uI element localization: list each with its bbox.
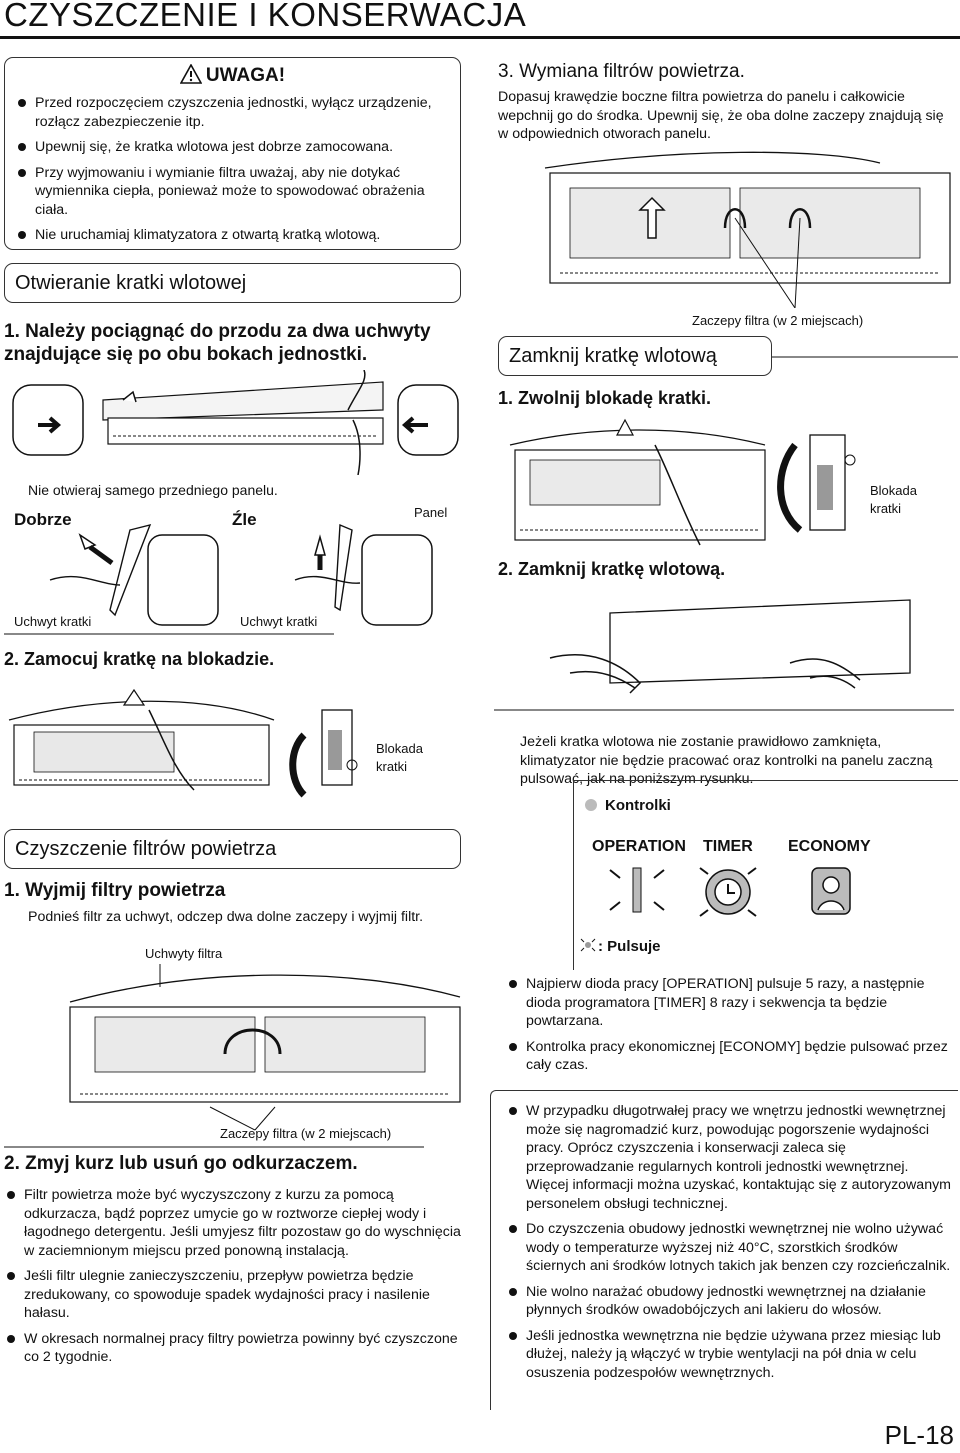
filter-hooks-rule-left	[4, 1146, 424, 1148]
indicators-note-item: Kontrolka pracy ekonomicznej [ECONOMY] b…	[506, 1038, 958, 1075]
handle-left-label: Uchwyt kratki	[14, 614, 92, 629]
lock-grille-illustration	[8, 688, 358, 798]
indicators-notes-list: Najpierw dioda pracy [OPERATION] pulsuje…	[506, 975, 958, 1082]
title-rule	[0, 36, 960, 39]
warning-item: Nie uruchamiaj klimatyzatora z otwartą k…	[15, 226, 450, 245]
close-grille-rule	[494, 709, 954, 711]
good-label: Dobrze	[14, 510, 72, 529]
close-grille-note: Jeżeli kratka wlotowa nie zostanie prawi…	[520, 734, 933, 787]
warning-list: Przed rozpoczęciem czyszczenia jednostki…	[15, 94, 450, 252]
warning-item: Upewnij się, że kratka wlotowa jest dobr…	[15, 138, 450, 157]
indicators-label: Kontrolki	[605, 797, 671, 814]
clean-filters-step1-text: Podnieś filtr za uchwyt, odczep dwa doln…	[28, 909, 424, 925]
open-grille-illustration	[12, 370, 459, 475]
close-grille-step1: 1. Zwolnij blokadę kratki.	[498, 388, 712, 408]
page-number: PL-18	[884, 1420, 954, 1450]
warning-item: Przed rozpoczęciem czyszczenia jednostki…	[15, 94, 450, 131]
open-grille-step1: 1. Należy pociągnąć do przodu za dwa uch…	[4, 321, 431, 365]
warning-item: Przy wyjmowaniu i wymianie filtra uważaj…	[15, 164, 450, 220]
warning-triangle-icon	[179, 63, 203, 90]
indicator-icons	[609, 867, 851, 917]
clean-filters-item: Jeśli filtr ulegnie zanieczyszczeniu, pr…	[4, 1267, 466, 1323]
clean-filters-item: W okresach normalnej pracy filtry powiet…	[4, 1330, 466, 1367]
handle-right-label: Uchwyt kratki	[240, 614, 318, 629]
page-title: CZYSZCZENIE I KONSERWACJA	[4, 0, 527, 33]
replace-filter-illustration	[544, 151, 951, 308]
release-lock-illustration	[509, 418, 856, 546]
indicators-legend: Kontrolki	[585, 797, 671, 815]
pulse-label: : Pulsuje	[598, 938, 661, 955]
filter-handles-caption: Uchwyty filtra	[145, 946, 223, 961]
warning-heading: UWAGA!	[205, 65, 286, 86]
handle-label-rule	[4, 633, 334, 635]
clean-filters-list: Filtr powietrza może być wyczyszczony z …	[4, 1186, 466, 1374]
maintenance-list: W przypadku długotrwałej pracy we wnętrz…	[506, 1102, 954, 1389]
warning-box: UWAGA! Przed rozpoczęciem czyszczenia je…	[4, 57, 461, 250]
filter-removal-illustration	[69, 964, 461, 1131]
maintenance-item: Jeśli jednostka wewnętrzna nie będzie uż…	[506, 1327, 954, 1383]
economy-led-icon	[811, 867, 851, 915]
clean-filters-step2: 2. Zmyj kurz lub usuń go odkurzaczem.	[4, 1153, 358, 1174]
maintenance-box	[490, 1090, 958, 1410]
clean-filters-step1: 1. Wyjmij filtry powietrza	[4, 880, 226, 901]
replace-filters-step3-text: Dopasuj krawędzie boczne filtra powietrz…	[498, 89, 944, 142]
clean-filters-heading: Czyszczenie filtrów powietrza	[4, 829, 461, 869]
clean-filters-item: Filtr powietrza może być wyczyszczony z …	[4, 1186, 466, 1260]
pulse-legend: : Pulsuje	[578, 937, 661, 958]
pulse-icon	[578, 937, 598, 958]
indicators-frame	[573, 780, 958, 970]
replace-filters-step3: 3. Wymiana filtrów powietrza.	[498, 61, 745, 82]
lock-label-left: Blokada kratki	[376, 740, 446, 776]
warning-heading-row: UWAGA!	[5, 63, 460, 90]
lock-label-right-text: Blokada kratki	[870, 483, 917, 516]
maintenance-item: Nie wolno narażać obudowy jednostki wewn…	[506, 1283, 954, 1320]
maintenance-item: W przypadku długotrwałej pracy we wnętrz…	[506, 1102, 954, 1213]
indicator-operation-label: OPERATION	[592, 838, 686, 855]
filter-hooks-caption-right: Zaczepy filtra (w 2 miejscach)	[692, 313, 864, 328]
good-bad-illustration	[49, 523, 433, 626]
filter-hooks-caption-left: Zaczepy filtra (w 2 miejscach)	[220, 1126, 392, 1141]
indicators-note-item: Najpierw dioda pracy [OPERATION] pulsuje…	[506, 975, 958, 1031]
timer-led-icon	[699, 867, 757, 917]
indicators-dot-icon	[585, 799, 597, 811]
operation-led-icon	[609, 867, 665, 913]
close-grille-step2: 2. Zamknij kratkę wlotową.	[498, 559, 726, 579]
lock-label-right: Blokada kratki	[870, 482, 950, 518]
close-grille-heading-rule	[772, 356, 958, 358]
open-grille-step2: 2. Zamocuj kratkę na blokadzie.	[4, 649, 275, 669]
close-grille-illustration	[549, 599, 911, 694]
indicator-timer-label: TIMER	[703, 838, 753, 855]
open-grille-note: Nie otwieraj samego przedniego panelu.	[28, 482, 278, 498]
maintenance-item: Do czyszczenia obudowy jednostki wewnętr…	[506, 1220, 954, 1276]
lock-label-left-text: Blokada kratki	[376, 741, 423, 774]
indicator-economy-label: ECONOMY	[788, 838, 871, 855]
panel-label: Panel	[414, 505, 448, 520]
bad-label: Źle	[232, 510, 257, 529]
close-grille-heading: Zamknij kratkę wlotową	[498, 336, 772, 376]
open-grille-heading: Otwieranie kratki wlotowej	[4, 263, 461, 303]
